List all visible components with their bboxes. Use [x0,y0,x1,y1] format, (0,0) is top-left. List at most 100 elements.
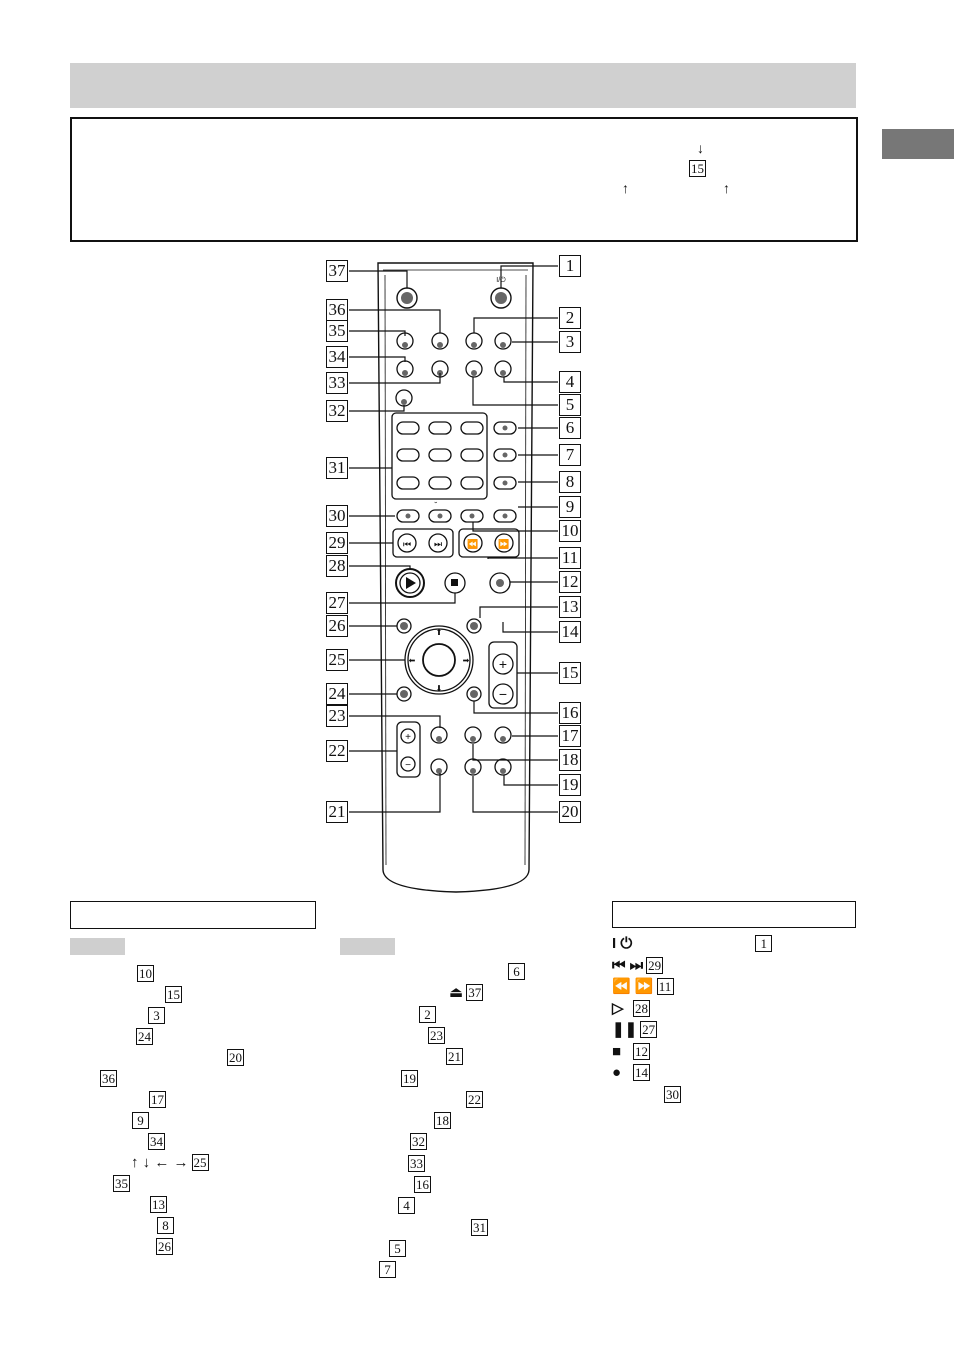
index-entry: 16 [414,1176,431,1193]
callout-14: 14 [559,621,581,643]
callout-16: 16 [559,702,581,724]
index-entry: 24 [136,1028,153,1045]
callout-17: 17 [559,725,581,747]
ref-number: 33 [408,1154,425,1172]
ref-number: 7 [379,1261,396,1279]
ref-number: 34 [148,1133,165,1150]
index-entry: 22 [466,1090,483,1108]
ref-number: 3 [148,1007,165,1024]
callout-8: 8 [559,471,581,493]
index-entry: 23 [428,1026,445,1044]
symbol-entry: 30 [643,1085,681,1103]
keypad-button [396,448,420,462]
ref-number: 17 [149,1091,166,1108]
keypad-button [396,421,420,435]
keypad-button [493,476,517,490]
volume-rocker [488,641,518,709]
index-entry: 20 [227,1049,244,1066]
svg-text:+: + [499,656,507,672]
svg-text:⏩: ⏩ [498,538,509,549]
callout-18: 18 [559,749,581,771]
remote-button [494,758,512,776]
svg-text:+: + [405,732,411,743]
ref-number: 11 [656,978,674,995]
ref-number: 35 [113,1175,130,1192]
button-symbol-icon: ⏪ ⏩ [612,978,654,995]
index-entry: 3 [148,1007,165,1024]
index-heading-box-1 [70,901,316,929]
callout-31: 31 [326,457,348,479]
tv-volume-rocker [396,721,421,778]
eject-icon: ⏏ [449,984,464,1002]
index-entry: 8 [157,1217,174,1234]
svg-text:−: − [499,686,507,702]
callout-35: 35 [326,320,348,342]
keypad-button [493,509,517,523]
note-ref-15: 15 [689,160,706,177]
index-entry: ↑ ↓ ← →25 [131,1154,209,1171]
keypad-button [460,509,484,523]
ref-number: 2 [419,1005,436,1023]
svg-text:⬅: ⬅ [409,656,416,665]
enter-button [422,643,456,677]
ref-number: 15 [165,986,182,1003]
index-entry: 15 [165,986,182,1003]
ref-number: 20 [227,1049,244,1066]
svg-text:⬆: ⬆ [436,628,443,637]
remote-button [464,726,482,744]
callout-25: 25 [326,649,348,671]
index-entry: 26 [156,1238,173,1255]
callout-26: 26 [326,615,348,637]
keypad-button [460,421,484,435]
callout-1: 1 [559,255,581,277]
ref-number: 29 [646,956,664,974]
symbol-entry: ⏪ ⏩11 [612,978,674,995]
keypad-button [493,421,517,435]
ref-number: 24 [136,1028,153,1045]
up-arrow-icon: ↑ [622,180,629,196]
callout-32: 32 [326,400,348,422]
button-symbol-icon: ⏮ ⏭ [612,956,644,974]
ref-number: 26 [156,1238,173,1255]
ref-number: 8 [157,1217,174,1234]
callout-29: 29 [326,532,348,554]
callout-37: 37 [326,260,348,282]
button-symbol-icon: ● [612,1064,622,1081]
svg-text:−: − [405,760,411,771]
button-symbol-icon: ❚❚ [612,1021,638,1038]
callout-12: 12 [559,571,581,593]
callout-2: 2 [559,307,581,329]
svg-text:˘: ˘ [434,501,438,510]
ref-number: 18 [434,1112,451,1130]
callout-21: 21 [326,801,348,823]
symbol-entry: ⏮ ⏭29 [612,956,664,974]
keypad-button [428,421,452,435]
remote-button [494,332,512,350]
svg-text:➡: ➡ [463,656,470,665]
ref-number: 36 [100,1070,117,1087]
button-symbol-icon: ▷ [612,999,624,1017]
index-subheading-bar [70,938,125,955]
ref-number: 32 [410,1133,427,1151]
keypad-button [460,476,484,490]
ref-number: 22 [466,1090,483,1108]
callout-3: 3 [559,331,581,353]
symbol-entry: ●14 [612,1064,650,1081]
callout-6: 6 [559,417,581,439]
svg-text:⏪: ⏪ [467,538,478,549]
up-arrow-icon: ↑ [723,180,730,196]
callout-36: 36 [326,299,348,321]
ref-number: 28 [633,999,650,1017]
keypad-button [493,448,517,462]
callout-27: 27 [326,592,348,614]
ref-number: 6 [508,963,525,980]
ref-number: 12 [633,1042,650,1060]
svg-text:⏮: ⏮ [403,539,411,549]
index-entry: 35 [113,1175,130,1192]
section-header-bar [70,63,856,108]
keypad-button [428,476,452,490]
ref-number: 21 [446,1048,463,1066]
index-entry: 34 [148,1133,165,1150]
ref-number: 5 [389,1239,406,1257]
callout-4: 4 [559,371,581,393]
